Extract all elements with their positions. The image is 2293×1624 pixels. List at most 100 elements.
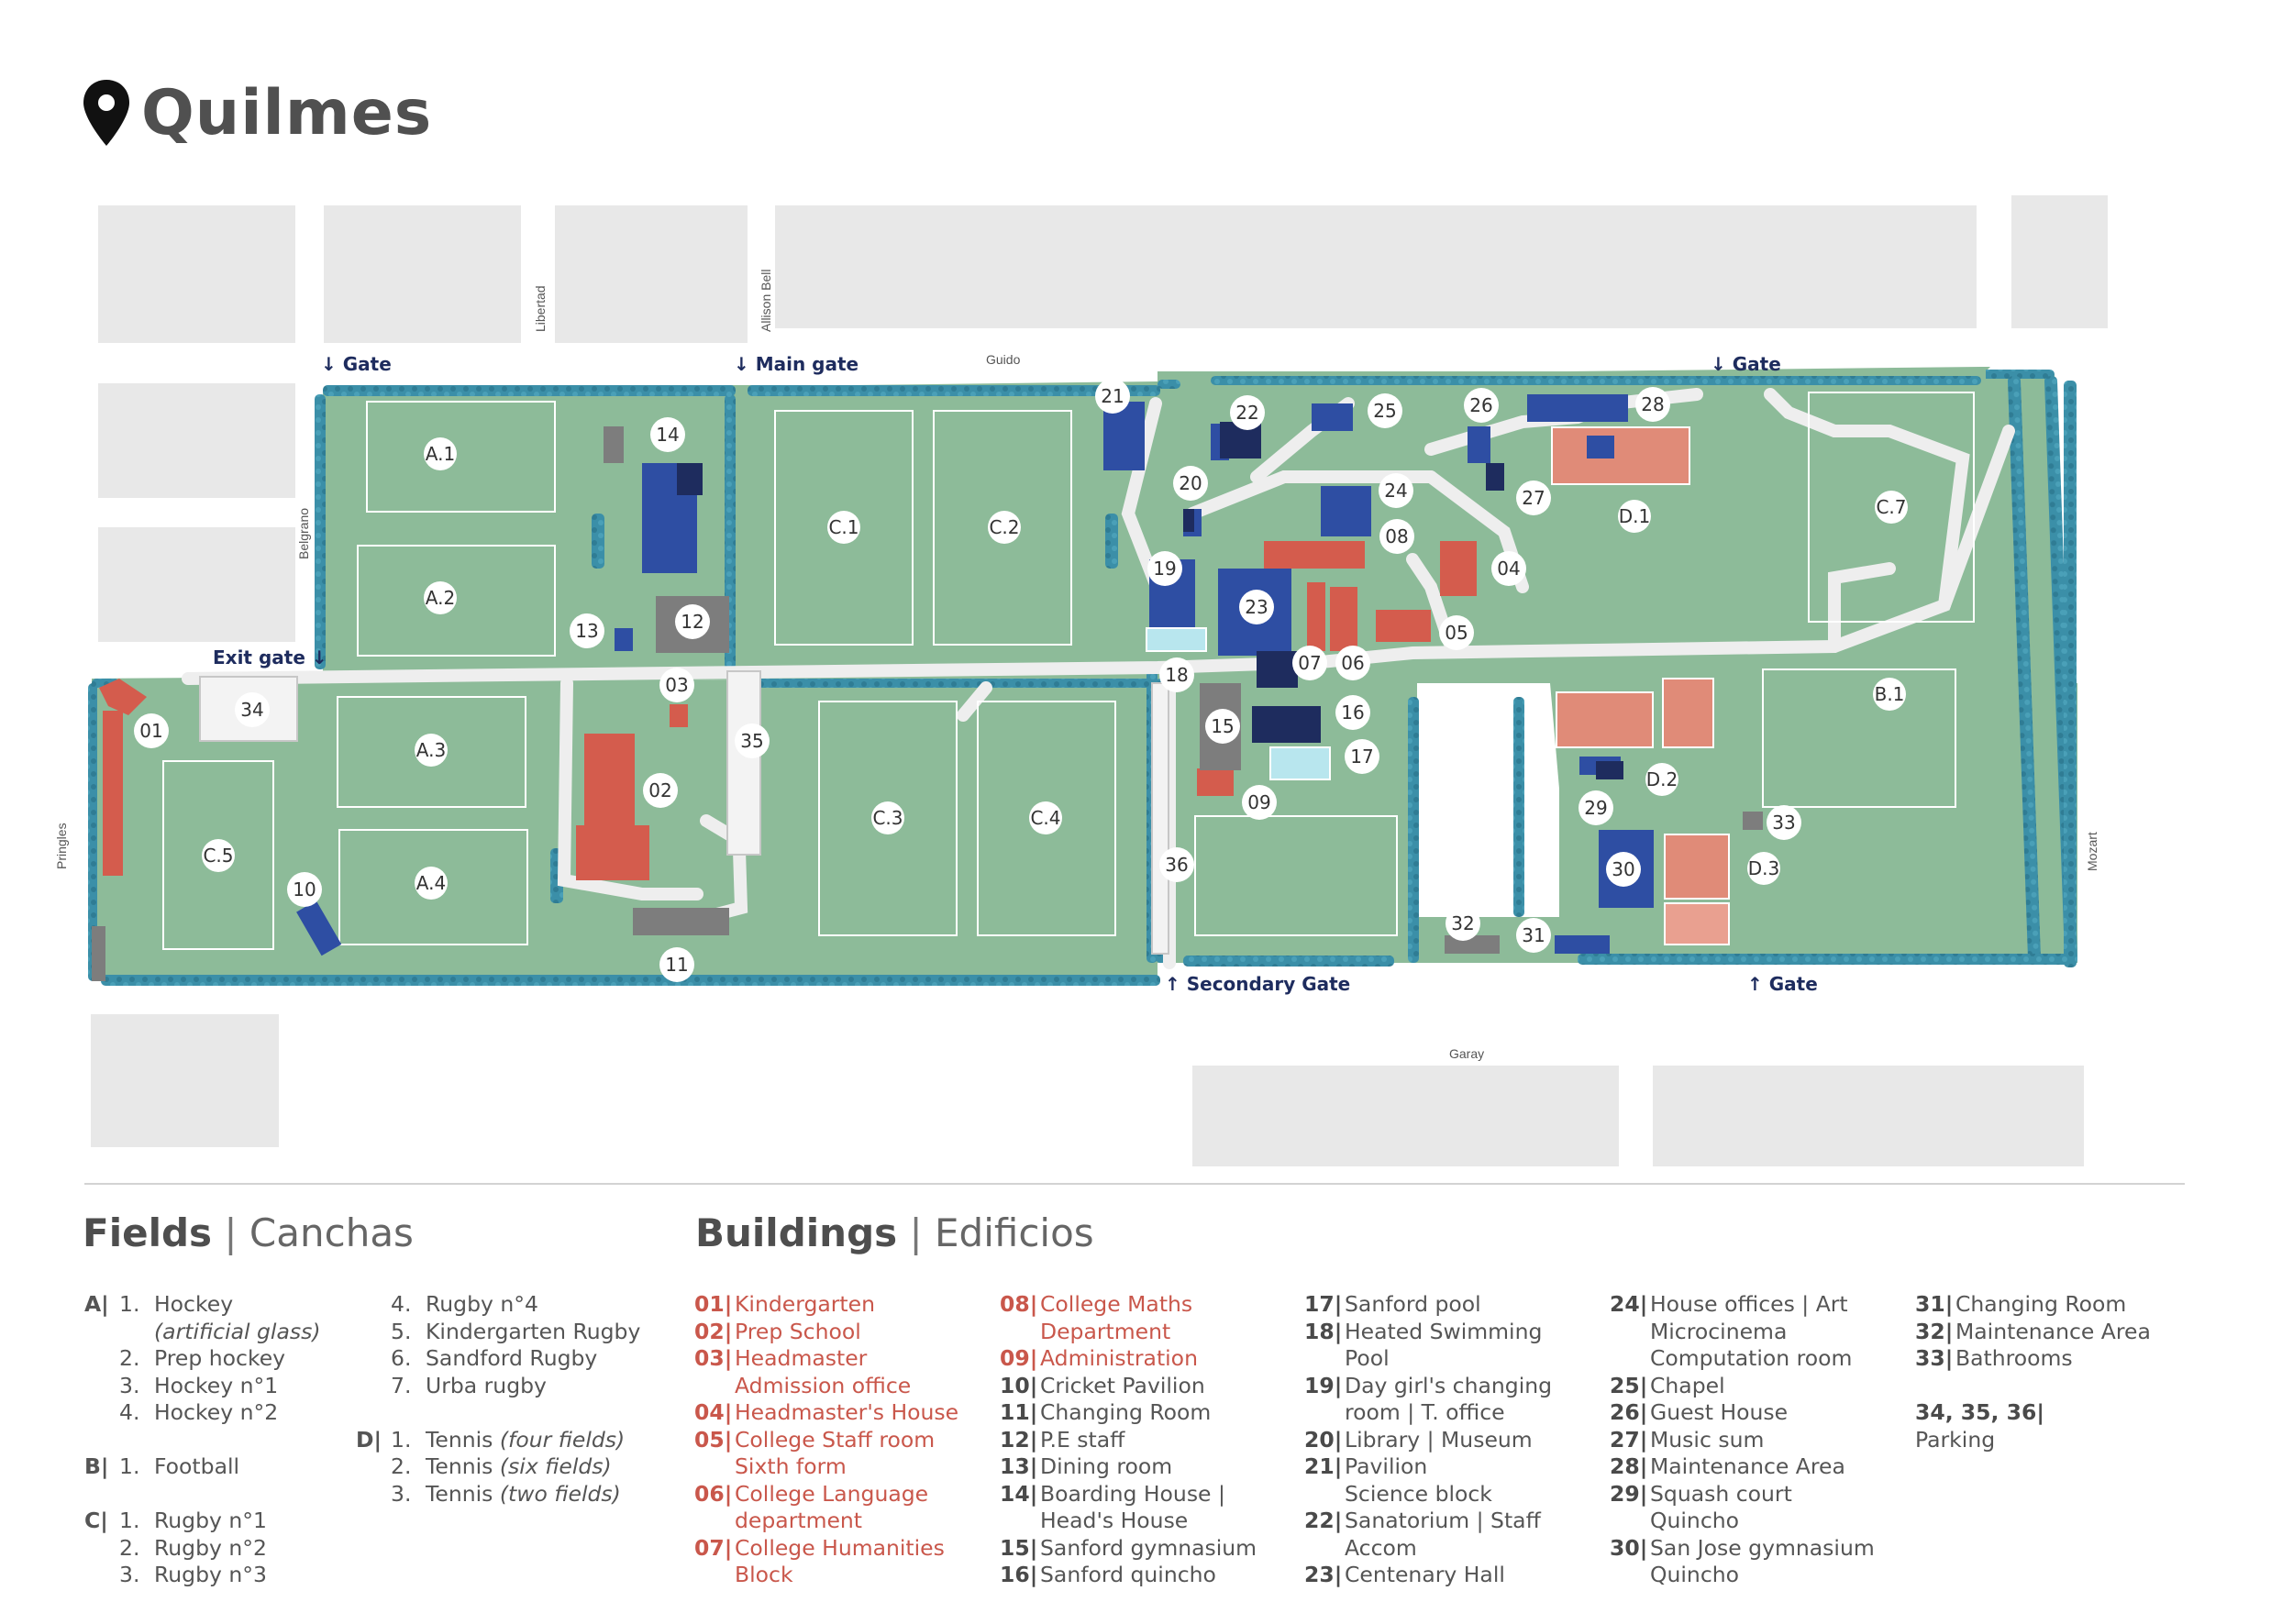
building-name: Administration xyxy=(1040,1345,1198,1371)
city-blocks xyxy=(91,195,2108,1166)
building-number: 20| xyxy=(1304,1426,1343,1453)
field-label-text: A.3 xyxy=(416,739,446,761)
building-name: Dining room xyxy=(1040,1453,1173,1479)
building-marker-07[interactable]: 07 xyxy=(1292,646,1327,680)
open-area xyxy=(1417,683,1559,917)
building-marker-number: 16 xyxy=(1341,702,1364,724)
building-marker-23[interactable]: 23 xyxy=(1239,590,1274,624)
building-marker-number: 02 xyxy=(648,779,671,801)
building-name: Heated Swimming xyxy=(1345,1318,1543,1344)
legend-row: room | T. office xyxy=(1304,1399,1552,1427)
building-number: 07| xyxy=(694,1534,733,1561)
building-number xyxy=(1304,1345,1345,1373)
building-marker-22[interactable]: 22 xyxy=(1230,395,1265,430)
building-marker-number: 07 xyxy=(1298,652,1321,674)
legend-row: Computation room xyxy=(1610,1345,1875,1373)
field-label-d3: D.3 xyxy=(1747,852,1780,885)
building-marker-21[interactable]: 21 xyxy=(1095,379,1130,414)
building-marker-10[interactable]: 10 xyxy=(287,872,322,907)
building-number xyxy=(1304,1535,1345,1563)
gate-label: ↓ Gate xyxy=(321,353,392,375)
building-marker-24[interactable]: 24 xyxy=(1379,473,1413,508)
building-marker-30[interactable]: 30 xyxy=(1606,852,1641,887)
legend-row: Pool xyxy=(1304,1345,1552,1373)
legend-row: 05|College Staff room xyxy=(694,1427,958,1454)
building-marker-number: 15 xyxy=(1211,715,1234,737)
building-marker-33[interactable]: 33 xyxy=(1767,805,1801,840)
building-marker-36[interactable]: 36 xyxy=(1159,847,1194,882)
field-label-c4: C.4 xyxy=(1029,801,1062,834)
building-marker-04[interactable]: 04 xyxy=(1491,551,1526,586)
legend-row: 13|Dining room xyxy=(1000,1453,1257,1481)
building-marker-34[interactable]: 34 xyxy=(235,692,270,727)
building-name: Centenary Hall xyxy=(1345,1562,1505,1587)
building-marker-14[interactable]: 14 xyxy=(650,417,685,452)
building-marker-17[interactable]: 17 xyxy=(1345,739,1379,774)
legend-row: 14|Boarding House | xyxy=(1000,1481,1257,1508)
building-name: Library | Museum xyxy=(1345,1426,1533,1453)
building-marker-27[interactable]: 27 xyxy=(1516,481,1551,515)
building-number xyxy=(694,1562,735,1589)
building-number xyxy=(1610,1562,1650,1589)
building-marker-02[interactable]: 02 xyxy=(643,773,678,808)
building-name: Quincho xyxy=(1650,1508,1740,1533)
building-marker-05[interactable]: 05 xyxy=(1439,615,1474,650)
building-name: San Jose gymnasium xyxy=(1650,1534,1875,1561)
building-number: 05| xyxy=(694,1426,733,1453)
legend-row: 11|Changing Room xyxy=(1000,1399,1257,1427)
exit-gate-label: Exit gate ↓ xyxy=(213,646,327,668)
building-marker-35[interactable]: 35 xyxy=(735,724,770,758)
legend-row: 10|Cricket Pavilion xyxy=(1000,1373,1257,1400)
legend-row: 12|P.E staff xyxy=(1000,1427,1257,1454)
building-number xyxy=(1610,1319,1650,1346)
building-marker-06[interactable]: 06 xyxy=(1335,646,1370,680)
building-marker-13[interactable]: 13 xyxy=(570,613,604,648)
building-marker-number: 05 xyxy=(1445,622,1468,644)
building-marker-26[interactable]: 26 xyxy=(1464,388,1499,423)
fields xyxy=(162,392,1975,950)
building-marker-28[interactable]: 28 xyxy=(1635,387,1670,422)
building-marker-15[interactable]: 15 xyxy=(1205,709,1240,744)
building-name: Block xyxy=(735,1562,793,1587)
building-marker-32[interactable]: 32 xyxy=(1446,906,1480,941)
legend-row: Head's House xyxy=(1000,1508,1257,1535)
building-name: Quincho xyxy=(1650,1562,1740,1587)
building-marker-number: 08 xyxy=(1385,525,1408,547)
legend-row: 21|Pavilion xyxy=(1304,1453,1552,1481)
building-marker-31[interactable]: 31 xyxy=(1516,918,1551,953)
building-marker-20[interactable]: 20 xyxy=(1173,466,1208,501)
buildings-navy xyxy=(677,422,1623,779)
building-number xyxy=(694,1453,735,1481)
legend-row: 19|Day girl's changing xyxy=(1304,1373,1552,1400)
street-labels: Guido Garay Pringles Mozart Libertad All… xyxy=(54,270,2099,1061)
building-marker-09[interactable]: 09 xyxy=(1242,785,1277,820)
field-label-text: D.1 xyxy=(1619,505,1650,527)
building-marker-01[interactable]: 01 xyxy=(134,713,169,748)
building-marker-number: 31 xyxy=(1522,924,1545,946)
building-number: 21| xyxy=(1304,1453,1343,1479)
building-marker-18[interactable]: 18 xyxy=(1159,657,1194,692)
building-marker-08[interactable]: 08 xyxy=(1379,519,1414,554)
building-marker-11[interactable]: 11 xyxy=(659,947,694,982)
campus-name: Quilmes xyxy=(141,76,433,149)
building-marker-12[interactable]: 12 xyxy=(675,604,710,639)
building-name: Day girl's changing xyxy=(1345,1372,1553,1398)
building-marker-number: 28 xyxy=(1641,393,1664,415)
legend-row: 7.Urba rugby xyxy=(391,1372,547,1398)
building-marker-number: 30 xyxy=(1612,858,1634,880)
building-marker-03[interactable]: 03 xyxy=(659,668,694,702)
main-gate-label: ↓ Main gate xyxy=(734,353,858,375)
legend-row: 03|Headmaster xyxy=(694,1345,958,1373)
building-name: Pavilion xyxy=(1345,1453,1428,1479)
building-marker-16[interactable]: 16 xyxy=(1335,695,1370,730)
building-marker-25[interactable]: 25 xyxy=(1368,393,1402,428)
building-marker-19[interactable]: 19 xyxy=(1147,551,1182,586)
fields-legend-col-1: A|1.Hockey (artificial glass) 2.Prep hoc… xyxy=(84,1291,321,1589)
building-markers: 01 02 03 04 05 06 07 08 09 10 11 12 13 14 15 16 17 18 19 20… xyxy=(134,379,1801,982)
building-number xyxy=(694,1508,735,1535)
building-number: 32| xyxy=(1915,1318,1954,1344)
building-marker-29[interactable]: 29 xyxy=(1579,790,1613,825)
